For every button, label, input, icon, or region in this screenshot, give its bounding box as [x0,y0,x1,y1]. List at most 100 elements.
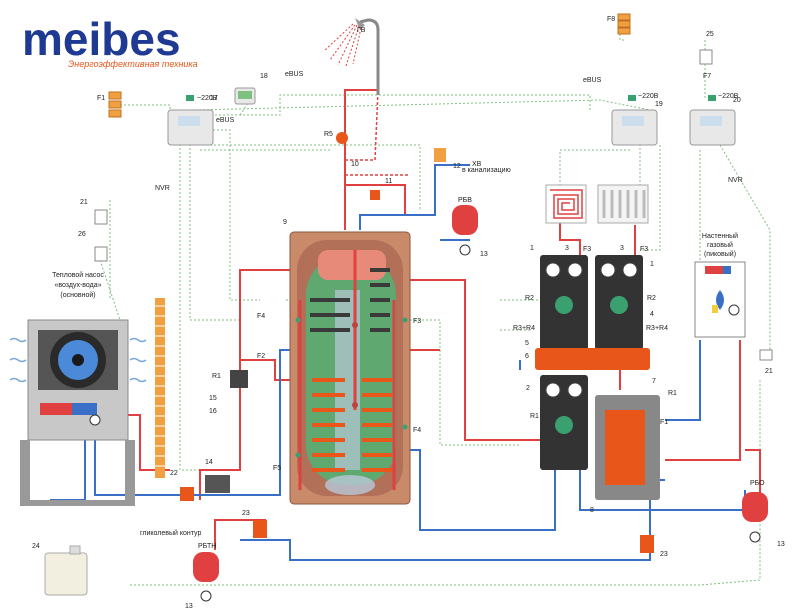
label-r3r4-right: R3+R4 [646,325,668,332]
controller-17[interactable] [167,109,214,146]
label-f8: F8 [607,16,615,23]
expansion-tank-rbo [742,492,768,543]
pump-icon [89,414,101,426]
num-23a: 23 [242,510,250,517]
logo-tagline: Энергоэффективная техника [68,59,198,69]
num-3a: 3 [565,245,569,252]
heat-pump [20,319,135,506]
num-16: 16 [209,408,217,415]
expansion-tank-rbtn [193,552,219,602]
num-10: 10 [351,161,359,168]
floor-heating-icon [545,184,587,224]
label-rbtn: РБТН [198,543,216,550]
pump-group-lower [540,375,588,470]
label-f3: F3 [413,318,421,325]
remote-panel-18[interactable] [234,87,256,105]
voltage-19: ~220В [638,93,659,100]
controller-19[interactable] [611,109,658,146]
label-f4-left: F4 [257,313,265,320]
storage-tank [289,231,411,505]
fuse-f8 [617,13,631,35]
label-r5: R5 [324,131,333,138]
label-rbo: РБО [750,480,765,487]
plug-icon [186,95,716,101]
num-21a: 21 [80,199,88,206]
label-nvr-1: NVR [155,185,170,192]
label-f5: F5 [273,465,281,472]
label-f1: F1 [97,95,105,102]
num-4: 4 [650,311,654,318]
label-f4-right: F4 [413,427,421,434]
num-2: 2 [526,385,530,392]
heat-pump-label-2: «воздух-вода» [54,282,101,289]
label-f3-pump-left: F3 [583,246,591,253]
label-r2-left: R2 [525,295,534,302]
heating-cable-strip [155,298,165,478]
voltage-20: ~220В [718,93,739,100]
fuse-f1 [108,91,122,118]
label-drain: в канализацию [462,167,511,174]
hydraulic-separator [535,348,650,370]
num-7: 7 [652,378,656,385]
num-12: 12 [453,163,461,170]
label-ebus-2: eBUS [216,117,235,124]
controller-20[interactable] [689,109,736,146]
num-26: 26 [78,231,86,238]
num-6: 6 [525,353,529,360]
label-f1-exchanger: F1 [660,419,668,426]
label-nvr-2: NVR [728,177,743,184]
expansion-tank-rbv [452,205,478,256]
gas-boiler-label-3: (пиковый) [704,250,736,258]
heat-pump-waves [9,337,147,383]
pump-group-left [540,255,588,350]
label-ebus-1: eBUS [285,71,304,78]
voltage-17: ~220В [197,95,218,102]
gas-boiler-label-2: газовый [707,241,733,249]
logo-text: meibes [22,13,181,65]
num-15: 15 [209,395,217,402]
num-11: 11 [385,178,392,185]
gas-boiler-label-1: Настенный [702,232,738,240]
num-9: 9 [283,219,287,226]
label-f3-pump-right: F3 [640,246,648,253]
canister-icon [44,545,88,596]
num-25: 25 [706,31,714,38]
label-xv: ХВ [472,161,482,168]
label-f2: F2 [257,353,265,360]
label-f7: F7 [703,73,711,80]
shower-icon [324,18,380,95]
num-21b: 21 [765,368,773,375]
label-rbv: РБВ [458,197,472,204]
valves [180,132,654,553]
num-23b: 23 [660,551,668,558]
num-13b: 13 [185,603,193,610]
num-8: 8 [590,507,594,514]
num-17: 17 [210,95,218,102]
heat-exchanger-block [595,395,660,500]
radiator-icon [597,184,649,224]
hot-pipes [120,89,761,550]
label-r1-right: R1 [668,390,677,397]
num-1a: 1 [530,245,534,252]
num-14: 14 [205,459,213,466]
num-13c: 13 [777,541,785,548]
num-3b: 3 [620,245,624,252]
num-20: 20 [733,97,741,104]
brand-logo: meibes Энергоэффективная техника [22,13,198,69]
label-r1-left: R1 [212,373,221,380]
label-r3r4-left: R3+R4 [513,325,535,332]
num-19: 19 [655,101,663,108]
num-13a: 13 [480,251,488,258]
num-22: 22 [170,470,178,477]
label-glycol: гликолевый контур [140,529,201,537]
num-24: 24 [32,543,40,550]
pump-group-right [595,255,643,350]
label-r1-lower: R1 [530,413,539,420]
label-ebus-3: eBUS [583,77,602,84]
num-18: 18 [260,73,268,80]
heat-pump-label-1: Тепловой насос [52,271,104,279]
num-5: 5 [525,340,529,347]
gas-boiler [694,261,746,338]
thermostat-icon [94,49,773,361]
